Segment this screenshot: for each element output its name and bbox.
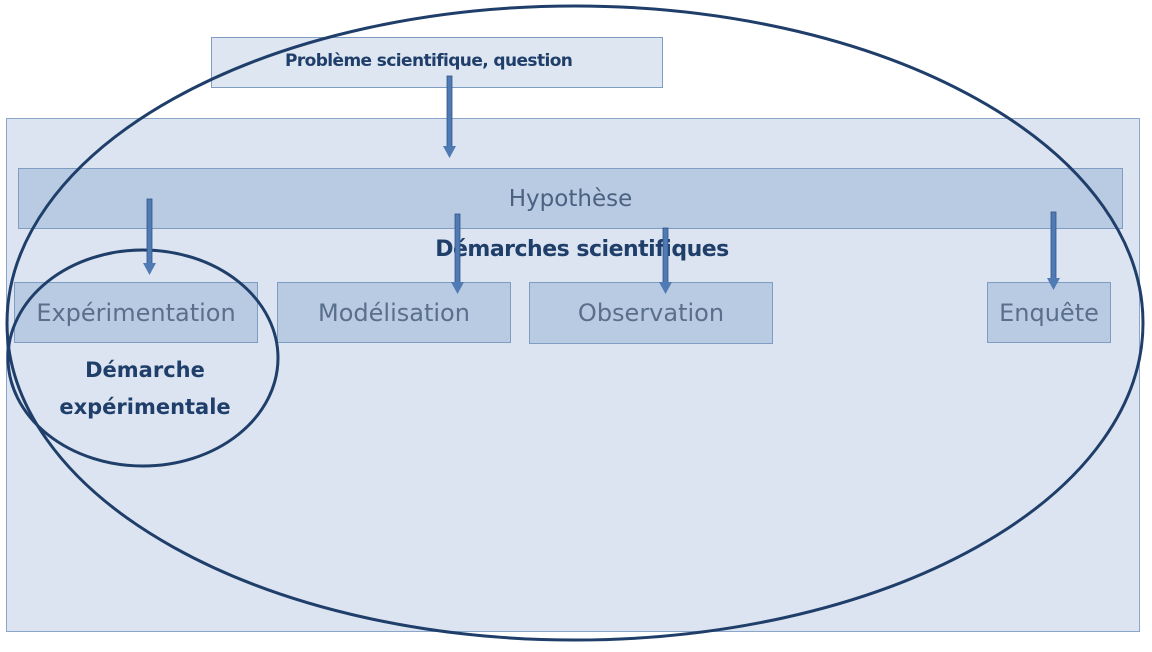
hypothesis-text: Hypothèse	[508, 185, 633, 212]
experimental-approach-line1: Démarche	[85, 358, 205, 382]
experimental-approach-line2: expérimentale	[59, 395, 231, 419]
experimental-approach-label: Démarche expérimentale	[40, 352, 250, 426]
approaches-label: Démarches scientifiques	[435, 237, 729, 262]
method-label: Modélisation	[318, 298, 470, 327]
question-box: Problème scientifique, question	[211, 37, 663, 88]
method-label: Expérimentation	[36, 298, 236, 327]
hypothesis-box: Hypothèse	[18, 168, 1123, 229]
method-enquete-box: Enquête	[987, 282, 1111, 343]
method-label: Enquête	[999, 298, 1099, 327]
method-label: Observation	[577, 299, 725, 327]
method-modelisation-box: Modélisation	[277, 282, 511, 343]
question-text: Problème scientifique, question	[285, 50, 573, 71]
method-observation-box: Observation	[529, 282, 773, 344]
method-experimentation-box: Expérimentation	[14, 282, 258, 343]
